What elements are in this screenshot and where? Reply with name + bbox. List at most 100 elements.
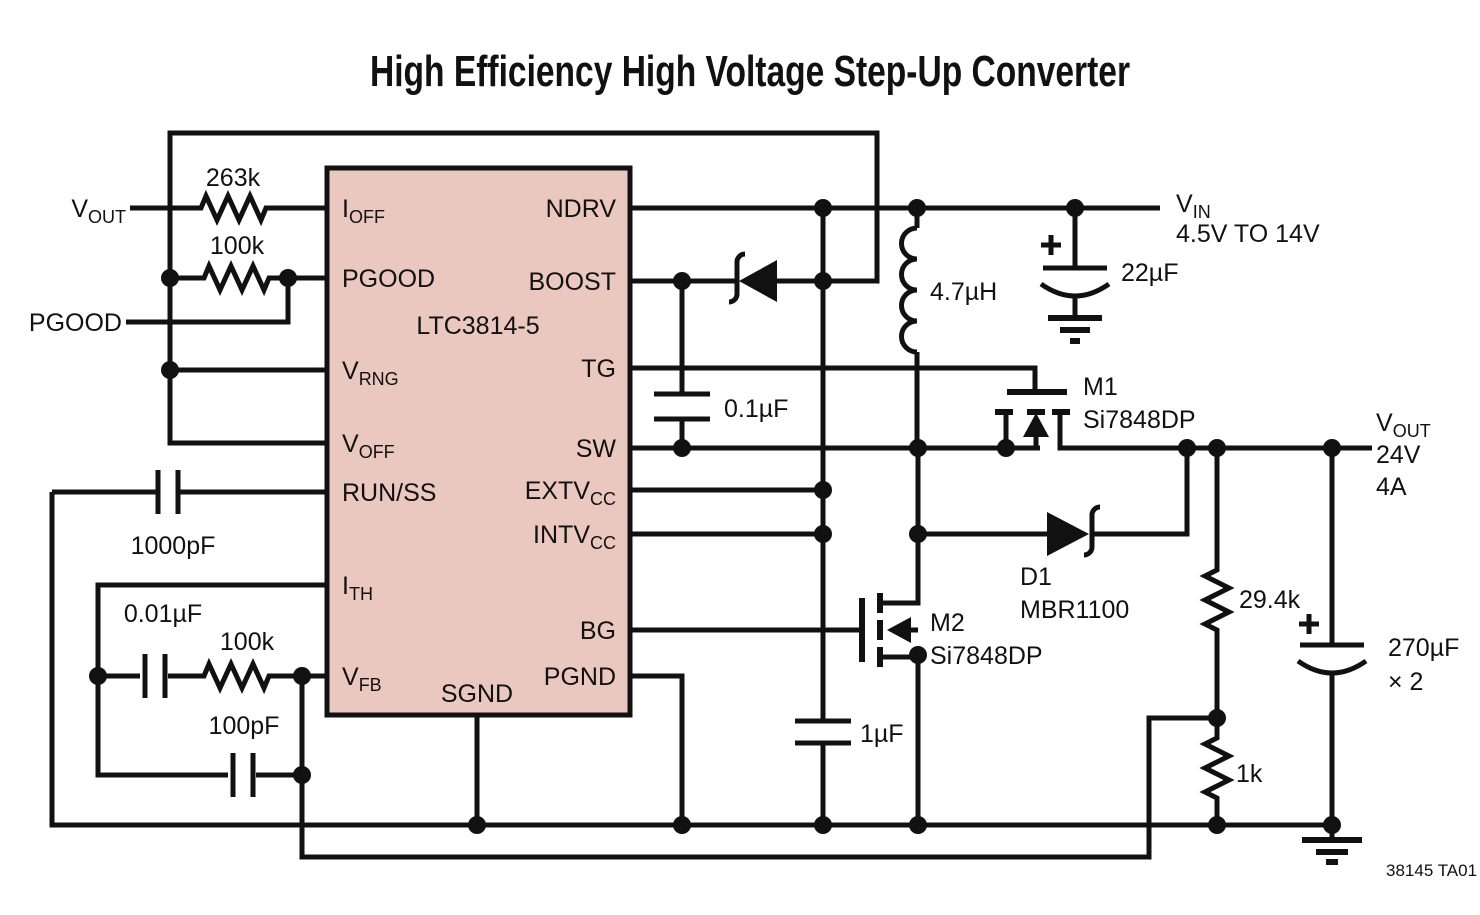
junction-dot xyxy=(673,272,691,290)
pin-vfb-main: V xyxy=(342,663,359,691)
junction-dot xyxy=(1208,816,1226,834)
junction-dot xyxy=(1323,439,1341,457)
junction-dot xyxy=(997,439,1015,457)
ground-icon-cin xyxy=(1048,315,1102,344)
wire-m1-drain-vout xyxy=(1057,412,1372,451)
junction-dot xyxy=(909,525,927,543)
pin-vrng-main: V xyxy=(342,357,359,385)
label-c270uF: 270µF xyxy=(1388,634,1459,662)
resistor-1k xyxy=(1199,733,1235,803)
inductor-4p7uH xyxy=(899,225,918,355)
junction-dot xyxy=(293,667,311,685)
label-vout-voltage: 24V xyxy=(1376,441,1421,469)
junction-dot xyxy=(279,269,297,287)
pin-vfb-sub: FB xyxy=(359,675,382,695)
label-c1uF: 1µF xyxy=(860,720,904,748)
junction-dot xyxy=(814,199,832,217)
pin-intvcc: INTVCC xyxy=(533,521,616,553)
d1-diode-icon xyxy=(1047,512,1089,556)
junction-dot xyxy=(673,816,691,834)
label-vout-rail-main: V xyxy=(1376,409,1393,437)
wire-d1-cathode xyxy=(1092,448,1190,537)
junction-dot xyxy=(1066,199,1084,217)
label-r263k: 263k xyxy=(206,164,261,192)
wire-ith xyxy=(95,582,327,676)
label-m1-part: Si7848DP xyxy=(1083,406,1196,434)
capacitor-0p1uF xyxy=(654,391,710,422)
pin-tg-main: TG xyxy=(581,355,616,383)
ic-part-number: LTC3814-5 xyxy=(416,312,539,340)
d1-schottky-bar xyxy=(1083,504,1101,558)
label-c1000pF: 1000pF xyxy=(131,532,216,560)
pin-ndrv-main: NDRV xyxy=(546,195,617,223)
pin-ioff-sub: OFF xyxy=(349,207,385,227)
pin-sw-main: SW xyxy=(576,435,617,463)
label-vout-rail-sub: OUT xyxy=(1393,421,1431,441)
pin-vrng: VRNG xyxy=(342,357,399,389)
pin-boost-main: BOOST xyxy=(528,268,616,296)
cout-plate-curved xyxy=(1296,658,1368,676)
schematic-title: High Efficiency High Voltage Step-Up Con… xyxy=(370,47,1130,96)
cin-plus-icon xyxy=(1041,235,1061,255)
label-m1-ref: M1 xyxy=(1083,373,1118,401)
label-m2-ref: M2 xyxy=(930,609,965,637)
label-vout-input-main: V xyxy=(71,195,88,223)
capacitor-1uF xyxy=(795,718,851,746)
pin-extvcc: EXTVCC xyxy=(525,477,616,509)
pin-intvcc-sub: CC xyxy=(590,533,616,553)
wire-pgnd xyxy=(630,673,685,825)
junction-dot xyxy=(673,439,691,457)
cin-plate-curved xyxy=(1039,281,1111,299)
capacitor-100pF xyxy=(230,753,256,797)
label-r29p4k: 29.4k xyxy=(1239,586,1301,614)
m1-body-arrow-icon xyxy=(1023,413,1049,437)
pin-sw: SW xyxy=(576,435,617,463)
pin-intvcc-main: INTV xyxy=(533,521,590,549)
junction-dot xyxy=(1208,709,1226,727)
junction-dot xyxy=(909,646,927,664)
label-vin-range: 4.5V TO 14V xyxy=(1176,220,1320,248)
junction-dot xyxy=(1178,439,1196,457)
junction-dot xyxy=(468,816,486,834)
label-l4p7uH: 4.7µH xyxy=(930,278,997,306)
wire-top-rail xyxy=(167,130,880,446)
junction-dot xyxy=(161,269,179,287)
pin-vfb: VFB xyxy=(342,663,382,695)
label-vout-input: VOUT xyxy=(71,195,126,227)
label-c0p01uF: 0.01µF xyxy=(124,600,202,628)
pin-extvcc-sub: CC xyxy=(590,489,616,509)
label-d1-ref: D1 xyxy=(1020,563,1052,591)
pin-pgnd: PGND xyxy=(544,663,616,691)
pin-tg: TG xyxy=(581,355,616,383)
pin-pgnd-main: PGND xyxy=(544,663,616,691)
label-vin-main: V xyxy=(1176,190,1193,218)
pin-ith-sub: TH xyxy=(349,584,373,604)
pin-voff-main: V xyxy=(342,430,359,458)
pin-ith: ITH xyxy=(342,572,373,604)
pin-ioff-main: I xyxy=(342,195,349,223)
bootstrap-diode-icon xyxy=(739,260,777,302)
wire-feedback xyxy=(299,676,1217,860)
label-c270uF-mult: × 2 xyxy=(1388,668,1423,696)
pin-pgood: PGOOD xyxy=(342,265,435,293)
m2-body-arrow-icon xyxy=(887,617,911,643)
label-vout-rail: VOUT xyxy=(1376,409,1431,441)
label-r100k-pullup: 100k xyxy=(210,232,265,260)
junction-dot xyxy=(1323,816,1341,834)
junction-dot xyxy=(293,766,311,784)
pin-runss: RUN/SS xyxy=(342,479,436,507)
label-figure-id: 38145 TA01 xyxy=(1386,861,1477,880)
junction-dot xyxy=(1208,439,1226,457)
pin-bg: BG xyxy=(580,617,616,645)
label-vin-sub: IN xyxy=(1193,202,1211,222)
ground-icon-main xyxy=(1302,837,1362,865)
junction-dot xyxy=(909,816,927,834)
label-pgood-input: PGOOD xyxy=(29,309,122,337)
resistor-100k-pullup xyxy=(199,259,274,297)
wire-cff-left xyxy=(95,676,228,778)
pin-extvcc-main: EXTV xyxy=(525,477,591,505)
junction-dot xyxy=(814,816,832,834)
junction-dots xyxy=(89,199,1341,834)
wire-tg-gate xyxy=(630,365,1038,392)
